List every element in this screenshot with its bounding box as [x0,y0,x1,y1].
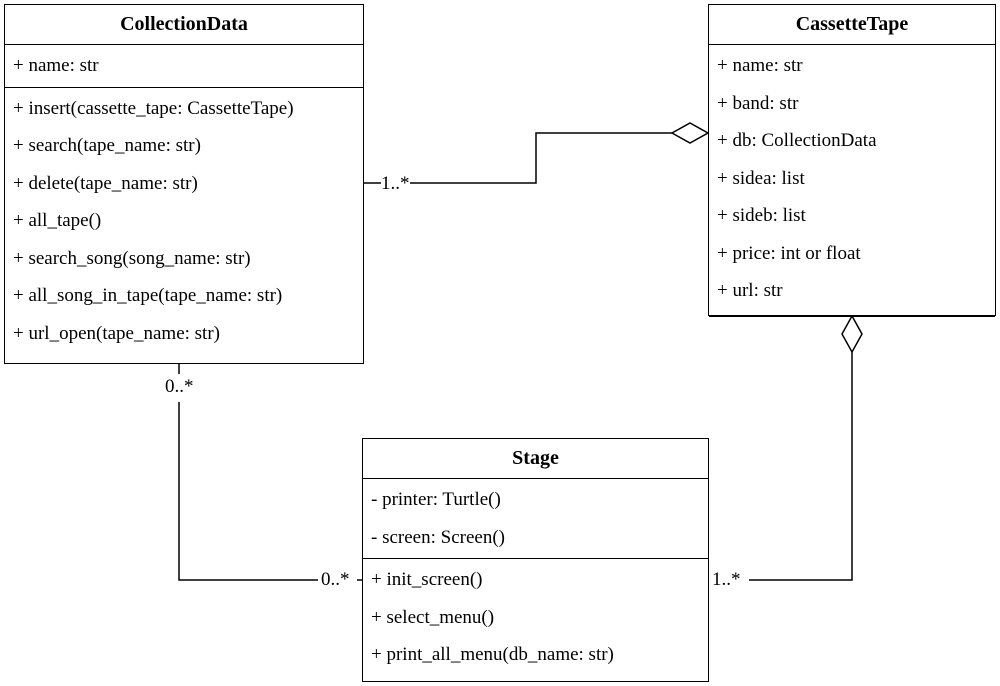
methods-stage: + init_screen() + select_menu() + print_… [363,559,708,676]
aggregation-diamond-cassettetape-bottom [841,314,863,354]
attribute: + sideb: list [717,205,806,226]
class-collectiondata[interactable]: CollectionData + name: str + insert(cass… [4,4,364,364]
class-stage[interactable]: Stage - printer: Turtle() - screen: Scre… [362,438,709,682]
attribute: + db: CollectionData [717,130,877,151]
attribute: + price: int or float [717,242,861,264]
attributes-stage: - printer: Turtle() - screen: Screen() [363,479,708,559]
attributes-cassettetape: + name: str + band: str + db: Collection… [709,45,995,312]
method: + search_song(song_name: str) [13,247,251,269]
class-title-cassettetape: CassetteTape [709,5,995,45]
association-line-collection-stage-lower [178,402,318,581]
association-line-collection-cassettetape [364,132,674,184]
attribute: + sidea: list [717,167,805,189]
association-line-cassettetape-stage [749,352,853,581]
method: + select_menu() [371,606,495,628]
aggregation-diamond-cassettetape-left [670,122,710,144]
attribute: + band: str [717,92,799,114]
attribute: + url: str [717,280,783,301]
class-title-collectiondata: CollectionData [5,5,363,45]
method: + init_screen() [371,569,483,590]
method: + delete(tape_name: str) [13,172,198,194]
method: + all_tape() [13,210,102,231]
methods-cassettetape-empty [709,315,995,323]
method: + search(tape_name: str) [13,135,201,156]
method: + insert(cassette_tape: CassetteTape) [13,97,294,119]
method: + all_song_in_tape(tape_name: str) [13,285,283,306]
attribute: + name: str [717,55,803,76]
method: + url_open(tape_name: str) [13,322,220,344]
class-cassettetape[interactable]: CassetteTape + name: str + band: str + d… [708,4,996,317]
attribute: + name: str [13,55,99,76]
methods-collectiondata: + insert(cassette_tape: CassetteTape) + … [5,88,363,355]
attributes-collectiondata: + name: str [5,45,363,88]
method: + print_all_menu(db_name: str) [371,644,614,665]
multiplicity-collection-to-stage-target: 0..* [321,569,350,591]
attribute: - printer: Turtle() [371,489,501,510]
attribute: - screen: Screen() [371,526,505,548]
multiplicity-collection-to-cassettetape: 1..* [381,173,410,195]
multiplicity-cassettetape-to-stage: 1..* [712,569,741,591]
multiplicity-collection-to-stage-source: 0..* [165,376,194,398]
class-title-stage: Stage [363,439,708,479]
